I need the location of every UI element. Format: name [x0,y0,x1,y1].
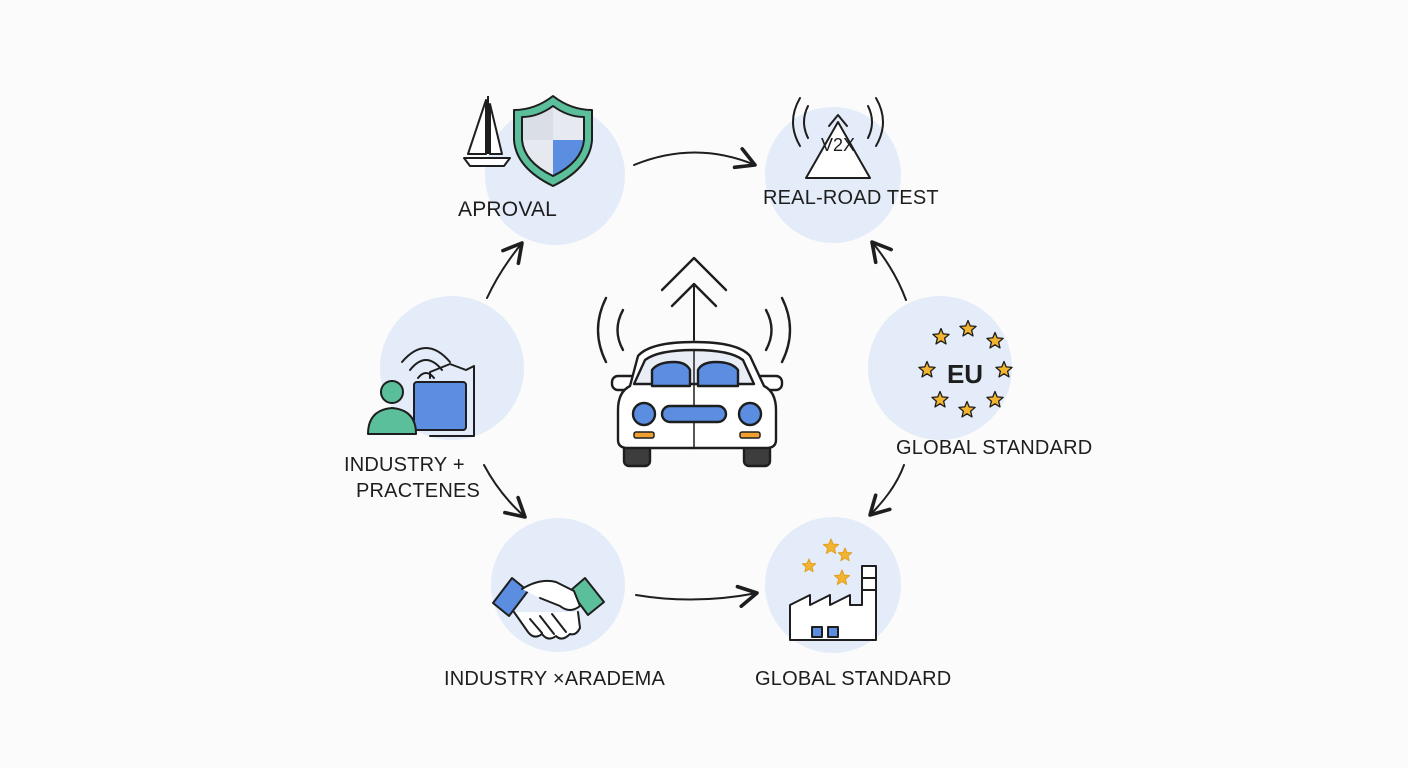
person-screen-icon [367,347,475,437]
factory-star-4 [833,569,851,585]
eu-star-6 [931,390,949,408]
handshake-icon [492,577,605,640]
arrow-approval-to-road-test [633,147,757,170]
arrow-eu-to-factory [868,464,905,517]
v2x-signal-icon: V2X [792,97,884,179]
factory-star-2 [837,547,853,562]
shield-sailboat-icon [463,95,593,187]
arrow-eu-to-road-test [870,240,907,301]
eu-star-7 [958,400,976,418]
eu-star-5 [995,360,1013,378]
eu-star-3 [986,331,1004,349]
factory-standard-label: GLOBAL STANDARD [755,668,952,690]
eu-star-2 [959,319,977,337]
industry-practices-label-line1: INDUSTRY + [344,454,465,476]
eu-star-4 [918,360,936,378]
car-with-signal-icon [596,256,792,468]
factory-icon [789,538,877,641]
factory-star-1 [822,538,840,554]
industry-practices-label-line2: PRACTENES [356,480,481,502]
eu-standard-circle [868,296,1012,440]
handshake-label: INDUSTRY ×ARADEMA [444,668,666,690]
arrow-practices-to-approval [486,241,524,299]
approval-label: APROVAL [458,198,558,221]
v2x-badge: V2X [821,135,855,155]
cycle-arrows [483,147,907,609]
eu-standard-label: GLOBAL STANDARD [896,437,1093,459]
real-road-test-label: REAL-ROAD TEST [763,187,939,209]
eu-badge: EU [947,359,983,389]
eu-star-1 [932,327,950,345]
eu-stars-icon: EU [918,319,1013,418]
arrow-practices-to-handshake [483,464,527,519]
factory-star-3 [801,558,817,573]
eu-star-8 [986,390,1004,408]
arrow-handshake-to-factory [635,584,759,609]
